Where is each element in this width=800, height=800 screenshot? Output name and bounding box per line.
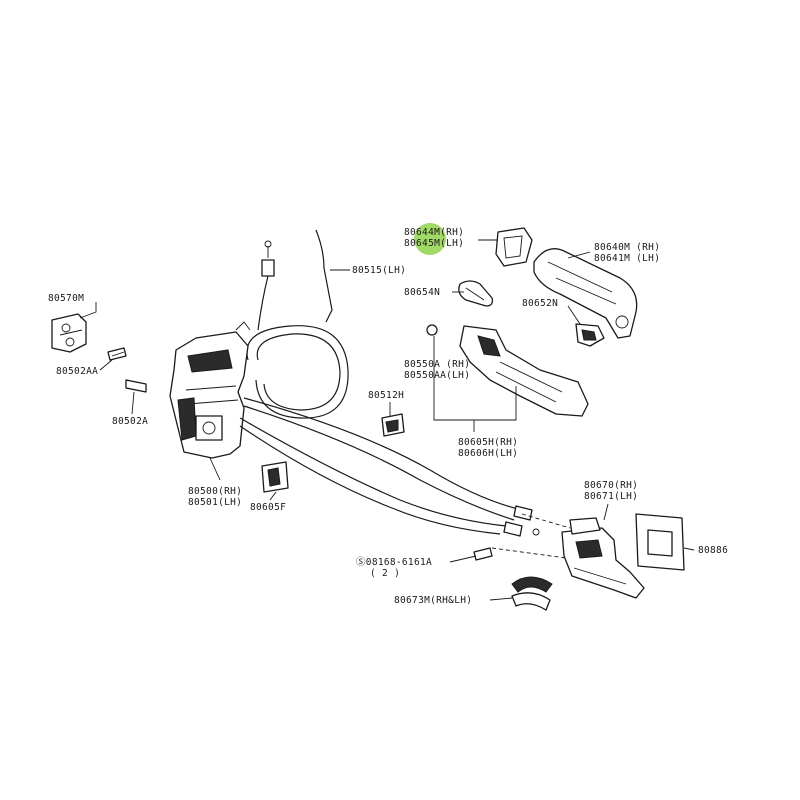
bolt-80502A xyxy=(125,379,147,393)
part-label-80570M: 80570M xyxy=(48,293,85,304)
cable-loop xyxy=(246,325,349,419)
part-label-80671: 80671(LH) xyxy=(584,491,639,502)
inside-handle-80670 xyxy=(561,517,645,599)
handle-cap-80644M xyxy=(495,227,533,267)
part-label-80654N: 80654N xyxy=(404,287,441,298)
striker-part xyxy=(51,313,87,353)
rod-80515 xyxy=(315,229,333,323)
part-label-80502A: 80502A xyxy=(112,416,149,427)
clip-80605F xyxy=(261,461,289,493)
part-label-80502AA: 80502AA xyxy=(56,366,99,377)
part-label-80500: 80500(RH) xyxy=(188,486,243,497)
part-label-80605H: 80605H(RH) xyxy=(458,437,519,448)
part-label-08168-qty: ( 2 ) xyxy=(370,568,401,579)
part-label-80550AA: 80550AA(LH) xyxy=(404,370,471,381)
gasket-80652N xyxy=(575,323,605,347)
highlight-marker xyxy=(414,223,446,255)
part-label-80550A: 80550A (RH) xyxy=(404,359,471,370)
part-label-80605F: 80605F xyxy=(250,502,287,513)
part-label-80645M: 80645M(LH) xyxy=(404,238,465,249)
part-label-80641M: 80641M (LH) xyxy=(594,253,661,264)
part-label-80652N: 80652N xyxy=(522,298,559,309)
bolt-80502AA xyxy=(107,347,127,361)
part-label-80501: 80501(LH) xyxy=(188,497,243,508)
part-label-08168: Ⓢ08168-6161A xyxy=(356,557,433,568)
part-label-80606H: 80606H(LH) xyxy=(458,448,519,459)
outside-handle-80640M xyxy=(533,248,638,339)
part-label-80640M: 80640M (RH) xyxy=(594,242,661,253)
gasket-80654N xyxy=(458,280,494,307)
door-lock-assembly xyxy=(169,321,251,459)
cables-to-inside-handle xyxy=(239,397,571,537)
escutcheon-80886 xyxy=(635,513,685,571)
leader-lines xyxy=(79,239,695,601)
part-label-80673M: 80673M(RH&LH) xyxy=(394,595,473,606)
part-label-80670: 80670(RH) xyxy=(584,480,639,491)
cable-end-fitting xyxy=(257,240,275,331)
part-label-80886: 80886 xyxy=(698,545,729,556)
bolt-08168 xyxy=(473,547,567,561)
clip-80512H xyxy=(381,413,405,437)
part-label-80512H: 80512H xyxy=(368,390,405,401)
part-label-80515: 80515(LH) xyxy=(352,265,407,276)
bezel-80673M xyxy=(511,576,553,611)
handle-bracket-80605H xyxy=(426,324,589,432)
part-label-80644M: 80644M(RH) xyxy=(404,227,465,238)
